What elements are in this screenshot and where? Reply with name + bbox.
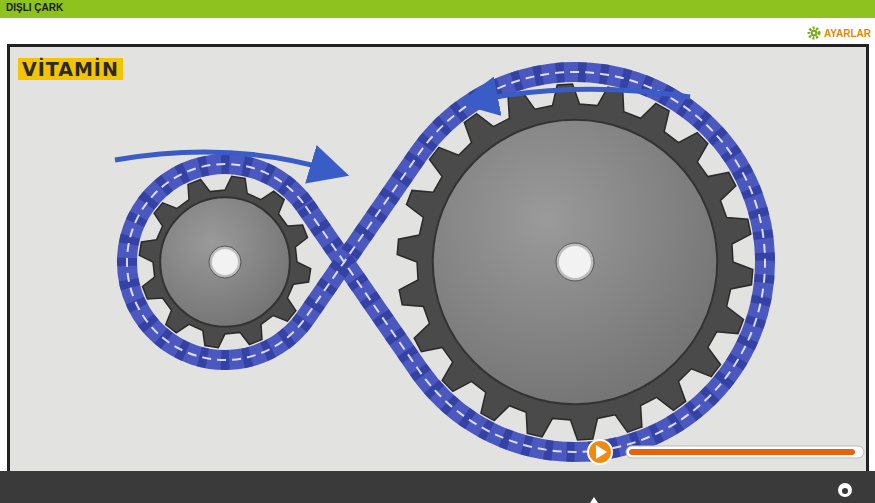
volume-icon xyxy=(842,488,848,494)
gear-teeth xyxy=(139,176,310,347)
play-icon xyxy=(596,445,607,459)
page-title: DIŞLI ÇARK xyxy=(6,2,63,13)
gear-hub xyxy=(209,246,241,278)
control-bar xyxy=(0,471,875,503)
settings-gear-icon xyxy=(807,26,821,40)
play-button xyxy=(588,440,612,464)
drive-belt xyxy=(127,72,765,452)
title-bar xyxy=(0,0,875,18)
volume-icon xyxy=(838,483,852,497)
gear-face xyxy=(160,197,290,327)
gear-teeth xyxy=(397,84,753,440)
rotation-arrow xyxy=(115,152,330,170)
gear-hole xyxy=(212,249,238,275)
rotation-arrow xyxy=(478,89,690,100)
settings-link: AYARLAR xyxy=(807,26,871,40)
progress-track xyxy=(626,446,864,458)
gear-face xyxy=(433,120,717,404)
toggle-arrow xyxy=(590,497,598,503)
gear-hole xyxy=(559,246,591,278)
belt-stitching xyxy=(127,72,765,452)
gear-hub xyxy=(556,243,594,281)
belt-teeth xyxy=(127,72,765,452)
brand-logo: VİTAMİN xyxy=(18,58,123,80)
settings-label: AYARLAR xyxy=(824,28,871,39)
progress-fill xyxy=(629,449,855,455)
